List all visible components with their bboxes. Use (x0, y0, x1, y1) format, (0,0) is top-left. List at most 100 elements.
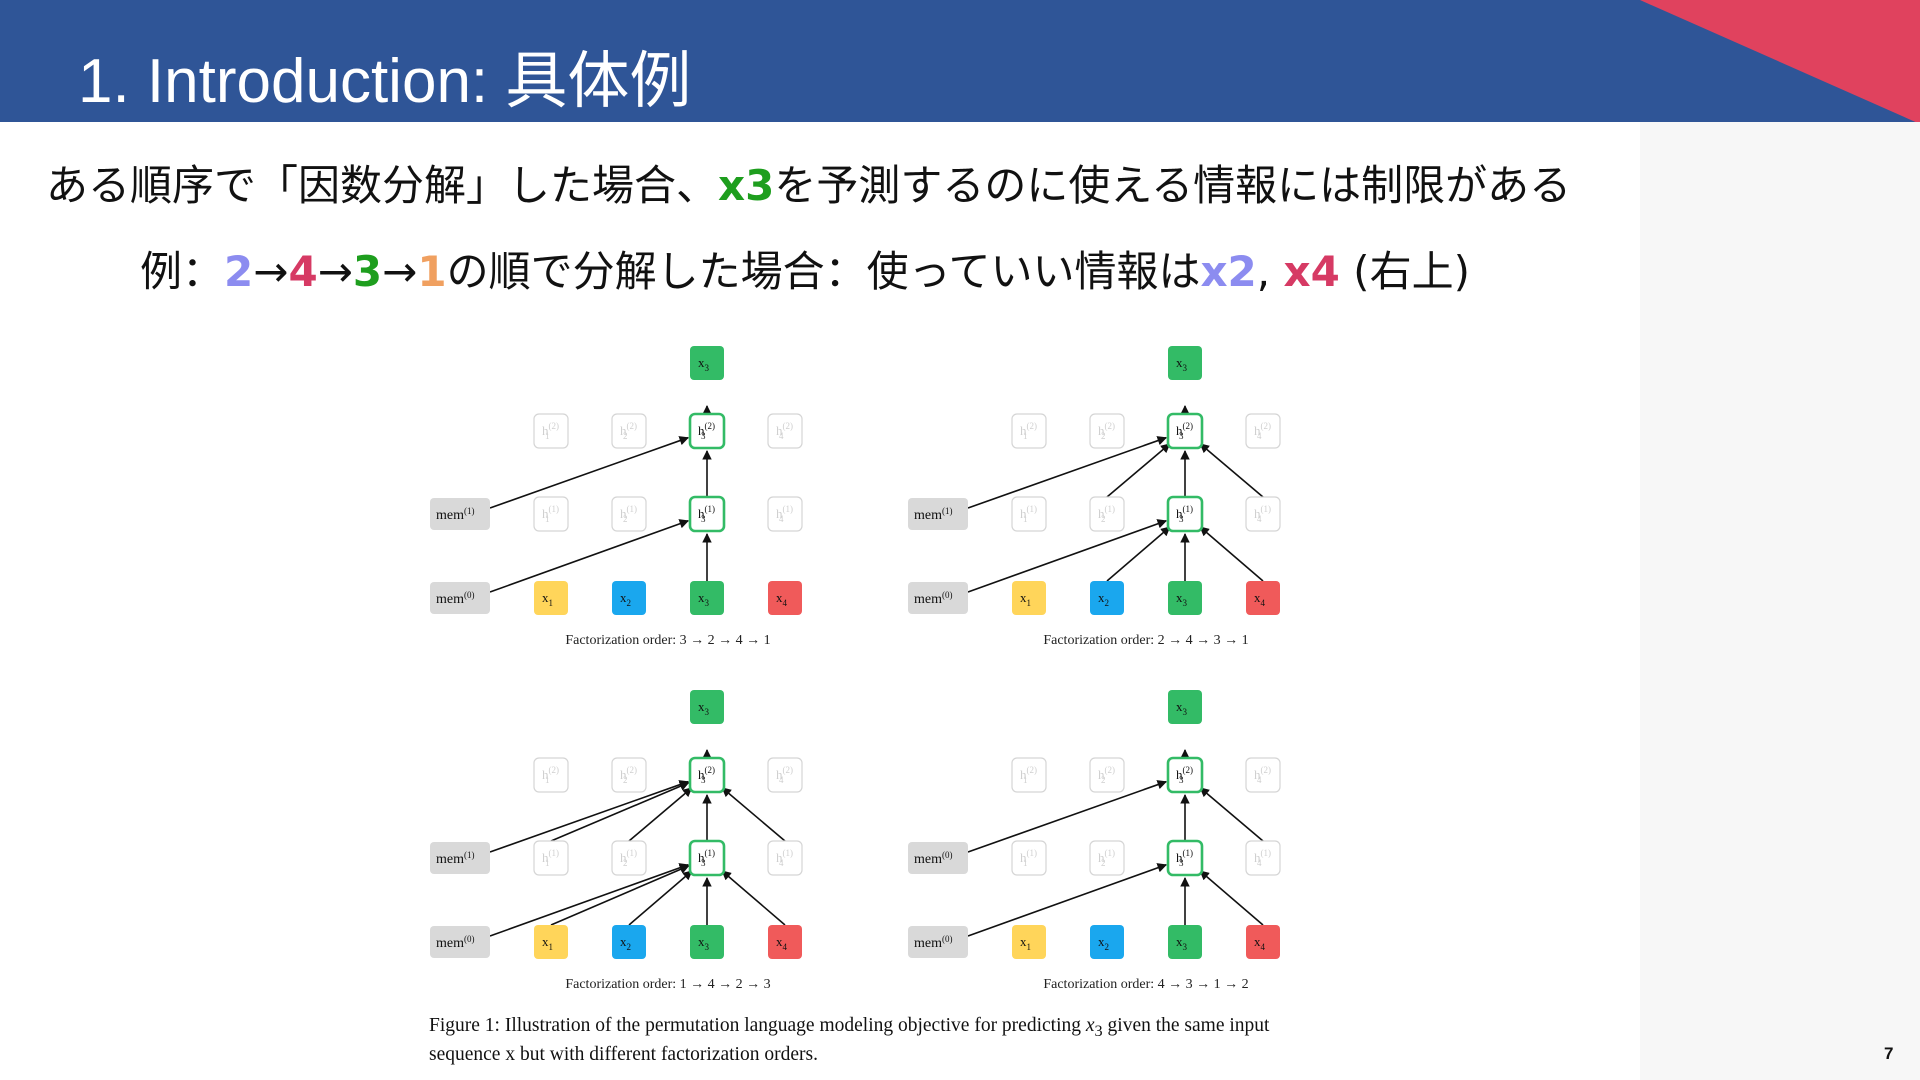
prediction-target-x3 (690, 346, 724, 380)
dependency-arrow (1199, 526, 1264, 582)
hidden-state-h2-layer2 (611, 757, 647, 793)
header-accent-triangle (1640, 0, 1920, 124)
input-token-x3-label: x3 (1176, 934, 1188, 952)
hidden-state-h2-layer1-label: h(1)2 (1098, 848, 1115, 868)
memory-block-lower (908, 582, 968, 614)
prediction-target-x3 (690, 690, 724, 724)
intro-statement: ある順序で「因数分解」した場合、x3を予測するのに使える情報には制限がある (46, 152, 1571, 213)
hidden-state-h4-layer2 (767, 413, 803, 449)
hidden-state-h3-layer1 (688, 839, 726, 877)
hidden-state-h3-layer1-label: h(1)3 (1176, 848, 1193, 868)
memory-block-lower (430, 926, 490, 958)
example-prefix: 例： (140, 247, 225, 296)
dependency-arrow (721, 870, 786, 926)
hidden-state-h3-layer2-label: h(2)3 (1176, 765, 1193, 785)
input-token-x2-label: x2 (1098, 590, 1109, 608)
dependency-arrow (967, 519, 1168, 593)
slide-title: 1. Introduction: 具体例 (78, 47, 692, 116)
prediction-target-x3 (1168, 690, 1202, 724)
input-token-x4 (1246, 581, 1280, 615)
hidden-state-h2-layer2 (1089, 757, 1125, 793)
hidden-state-h1-layer1-label: h(1)1 (1020, 848, 1037, 868)
hidden-state-h4-layer1 (1245, 496, 1281, 532)
memory-block-upper-label: mem(0) (914, 850, 953, 867)
hidden-state-h4-layer1-label: h(1)4 (1254, 504, 1271, 524)
hidden-state-h3-layer2 (688, 756, 726, 794)
input-token-x2 (1090, 581, 1124, 615)
input-token-x3 (1168, 925, 1202, 959)
title-bar (0, 0, 1920, 122)
dependency-arrow (1106, 526, 1171, 582)
hidden-state-h1-layer2-label: h(2)1 (542, 421, 559, 441)
input-token-x4-label: x4 (776, 590, 788, 608)
input-token-x4 (1246, 925, 1280, 959)
hidden-state-h3-layer2 (1166, 412, 1204, 450)
dependency-arrow (550, 864, 690, 926)
statement-text-before: ある順序で「因数分解」した場合、 (46, 161, 719, 210)
hidden-state-h2-layer2-label: h(2)2 (1098, 421, 1115, 441)
memory-block-upper-label: mem(1) (436, 850, 475, 867)
right-side-panel (1640, 122, 1920, 1080)
input-token-x3 (690, 925, 724, 959)
hidden-state-h1-layer1-label: h(1)1 (542, 848, 559, 868)
hidden-state-h1-layer2 (533, 413, 569, 449)
hidden-state-h3-layer1-label: h(1)3 (698, 504, 715, 524)
dependency-arrow (1199, 443, 1264, 498)
memory-block-lower (908, 926, 968, 958)
input-token-x1-label: x1 (542, 934, 553, 952)
memory-block-lower-label: mem(0) (436, 934, 475, 951)
input-token-x1-label: x1 (1020, 590, 1031, 608)
hidden-state-h1-layer1 (1011, 840, 1047, 876)
hidden-state-h1-layer2-label: h(2)1 (542, 765, 559, 785)
memory-block-upper (430, 498, 490, 530)
memory-block-upper-label: mem(1) (914, 506, 953, 523)
dependency-arrow (1199, 870, 1264, 926)
input-token-x2 (612, 925, 646, 959)
input-token-x1-label: x1 (1020, 934, 1031, 952)
input-token-x2 (1090, 925, 1124, 959)
hidden-state-h1-layer2 (1011, 757, 1047, 793)
order-step-4: 4 (288, 247, 318, 296)
prediction-target-x3 (1168, 346, 1202, 380)
hidden-state-h3-layer2 (688, 412, 726, 450)
hidden-state-h1-layer1 (1011, 496, 1047, 532)
hidden-state-h3-layer1-label: h(1)3 (1176, 504, 1193, 524)
input-token-x4 (768, 925, 802, 959)
hidden-state-h4-layer2 (1245, 757, 1281, 793)
hidden-state-h3-layer2-label: h(2)3 (698, 765, 715, 785)
target-x3-highlight: x3 (718, 161, 775, 210)
hidden-state-h4-layer1 (767, 840, 803, 876)
order-arrow: → (382, 247, 418, 296)
dependency-arrow (489, 436, 690, 509)
input-token-x3-label: x3 (1176, 590, 1188, 608)
hidden-state-h2-layer1 (611, 496, 647, 532)
hidden-state-h1-layer1 (533, 496, 569, 532)
hidden-state-h3-layer1 (1166, 839, 1204, 877)
dependency-arrow (489, 863, 690, 937)
prediction-target-x3-label: x3 (1176, 699, 1188, 717)
dependency-arrow (967, 780, 1168, 853)
hidden-state-h2-layer2-label: h(2)2 (620, 421, 637, 441)
dependency-arrow (967, 436, 1168, 509)
separator-comma: , (1256, 247, 1284, 296)
hidden-state-h2-layer1 (1089, 840, 1125, 876)
input-token-x1 (1012, 925, 1046, 959)
hidden-state-h4-layer1-label: h(1)4 (776, 848, 793, 868)
usable-info-x4: x4 (1283, 247, 1340, 296)
memory-block-lower-label: mem(0) (914, 590, 953, 607)
dependency-arrow (967, 863, 1168, 937)
caption-sub: 3 (1094, 1021, 1103, 1040)
memory-block-lower-label: mem(0) (914, 934, 953, 951)
page-number: 7 (1884, 1044, 1894, 1063)
input-token-x1-label: x1 (542, 590, 553, 608)
input-token-x2-label: x2 (1098, 934, 1109, 952)
factorization-order-label: Factorization order: 3 → 2 → 4 → 1 (565, 633, 770, 648)
memory-block-upper (908, 842, 968, 874)
hidden-state-h2-layer2-label: h(2)2 (1098, 765, 1115, 785)
memory-block-lower (430, 582, 490, 614)
input-token-x4 (768, 581, 802, 615)
